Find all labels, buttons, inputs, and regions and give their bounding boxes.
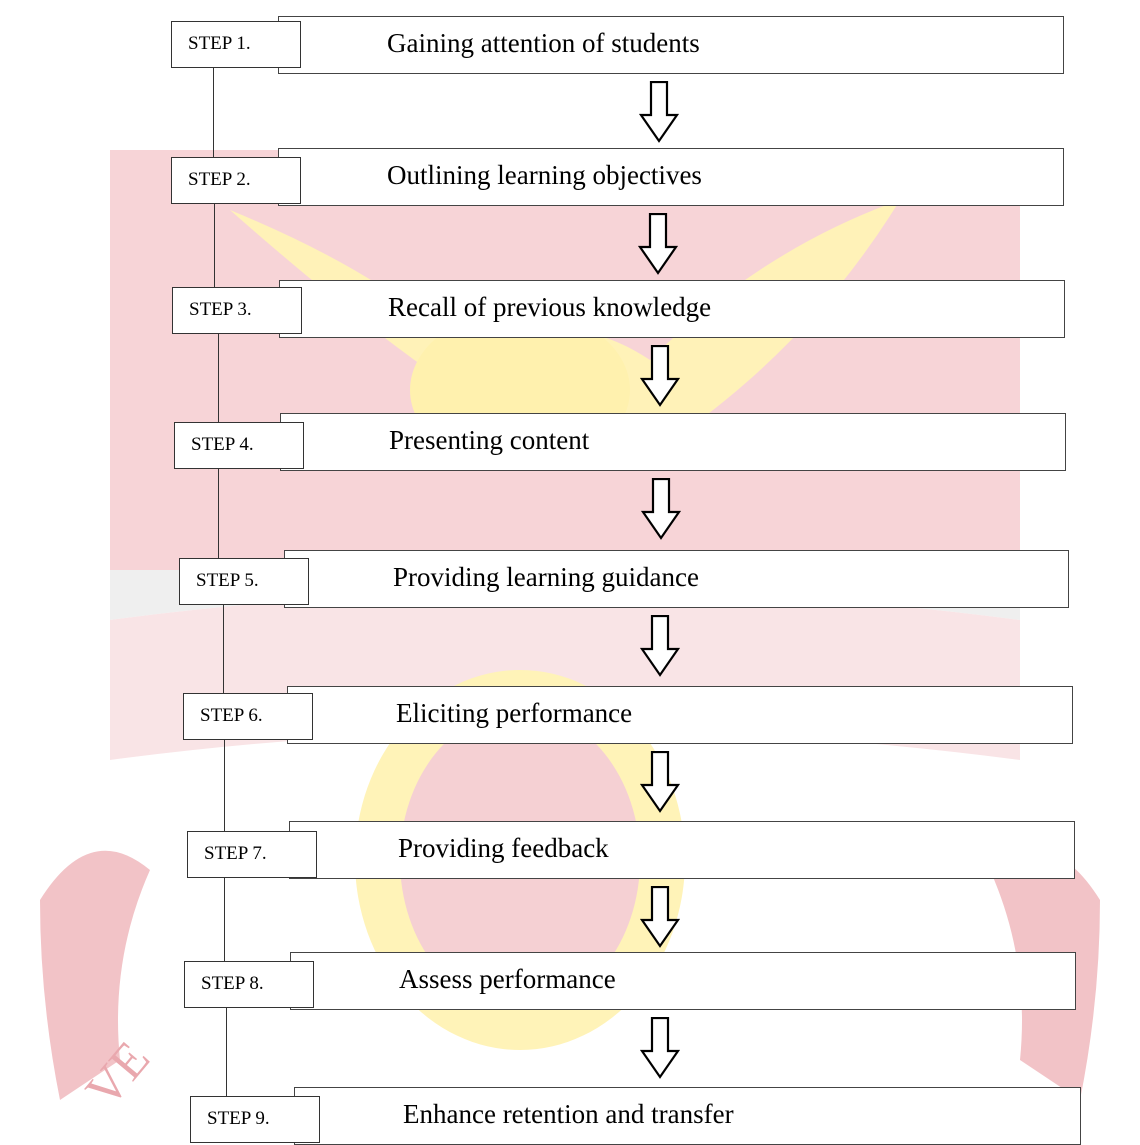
down-arrow-icon <box>640 615 680 677</box>
step-title: Gaining attention of students <box>387 28 700 58</box>
step-number-label: STEP 1. <box>171 21 301 68</box>
step-connector-line <box>223 604 224 693</box>
step-box: Enhance retention and transfer <box>294 1087 1081 1145</box>
step-box: Recall of previous knowledge <box>279 280 1065 338</box>
step-title: Eliciting performance <box>396 698 633 728</box>
down-arrow-icon <box>640 751 680 813</box>
down-arrow-icon <box>639 81 679 143</box>
step-title: Recall of previous knowledge <box>388 292 712 322</box>
crest-eagle-wings <box>230 200 900 453</box>
crest-ribbon-left <box>40 850 150 1100</box>
step-box: Providing learning guidance <box>284 550 1069 608</box>
step-box: Outlining learning objectives <box>278 148 1064 206</box>
step-number-label: STEP 8. <box>184 961 314 1008</box>
step-title: Assess performance <box>399 964 616 994</box>
step-box: Presenting content <box>280 413 1066 471</box>
step-connector-line <box>226 1007 227 1096</box>
down-arrow-icon <box>641 478 681 540</box>
step-number-label: STEP 7. <box>187 831 317 878</box>
down-arrow-icon <box>640 345 680 407</box>
step-connector-line <box>218 333 219 422</box>
step-title: Providing learning guidance <box>393 562 699 592</box>
down-arrow-icon <box>640 1017 680 1079</box>
step-number-label: STEP 5. <box>179 558 309 605</box>
down-arrow-icon <box>640 886 680 948</box>
step-connector-line <box>214 203 215 287</box>
step-title: Outlining learning objectives <box>387 160 702 190</box>
step-connector-line <box>224 877 225 961</box>
step-number-label: STEP 4. <box>174 422 304 469</box>
down-arrow-icon <box>638 213 678 275</box>
step-connector-line <box>213 67 214 157</box>
step-connector-line <box>218 468 219 558</box>
step-box: Providing feedback <box>289 821 1075 879</box>
step-title: Providing feedback <box>398 833 609 863</box>
step-number-label: STEP 6. <box>183 693 313 740</box>
step-connector-line <box>224 739 225 831</box>
step-number-label: STEP 9. <box>190 1096 320 1143</box>
step-box: Assess performance <box>290 952 1076 1010</box>
step-number-label: STEP 2. <box>171 157 301 204</box>
step-number-label: STEP 3. <box>172 287 302 334</box>
step-title: Enhance retention and transfer <box>403 1099 734 1129</box>
step-box: Gaining attention of students <box>278 16 1064 74</box>
step-title: Presenting content <box>389 425 590 455</box>
step-box: Eliciting performance <box>287 686 1073 744</box>
